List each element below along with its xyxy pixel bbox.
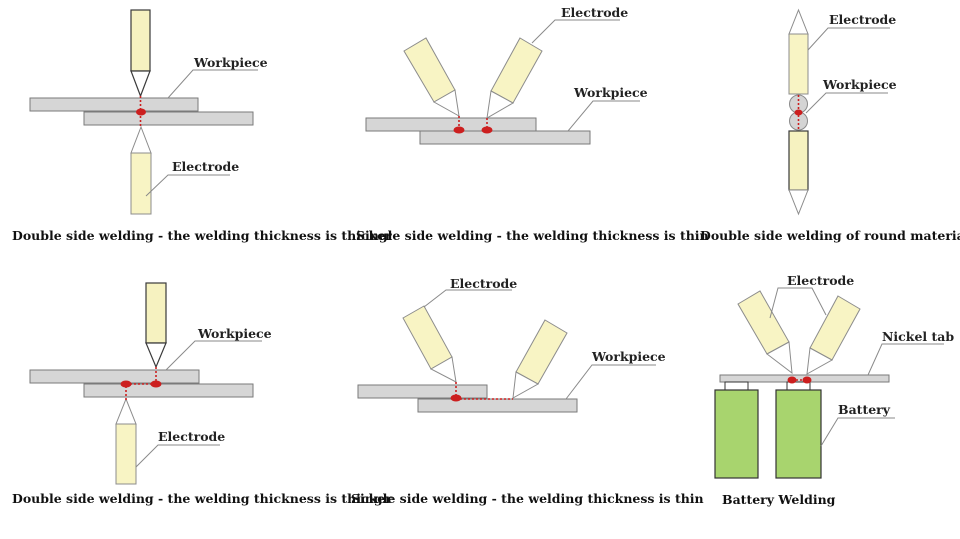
lower-electrode-tip <box>788 189 809 216</box>
upper-electrode-tip <box>788 8 809 35</box>
workpiece-label: Workpiece <box>591 349 666 364</box>
caption-panel-3: Double side welding of round materials <box>700 228 960 243</box>
left-electrode-tip <box>429 356 457 383</box>
workpiece-lower-plate <box>419 130 591 145</box>
left-electrode-body <box>402 305 453 370</box>
lower-electrode-tip <box>130 125 152 154</box>
electrode-label: Electrode <box>158 429 225 444</box>
workpiece-label: Workpiece <box>573 85 648 100</box>
workpiece-upper-plate <box>365 117 537 132</box>
electrode-label: Electrode <box>787 273 854 288</box>
right-electrode-body <box>515 319 568 385</box>
nickel-tab-leader <box>867 343 944 376</box>
electrode-leader <box>807 27 890 51</box>
electrode-leader <box>135 444 220 468</box>
panel-single-side-bottom: Electrode Workpiece Single side welding … <box>351 276 704 506</box>
workpiece-lower-plate <box>83 383 254 398</box>
workpiece-lower-plate <box>83 111 254 126</box>
battery-leader <box>820 417 895 447</box>
workpiece-label: Workpiece <box>193 55 268 70</box>
battery-right <box>775 389 822 479</box>
electrode-label: Electrode <box>561 5 628 20</box>
panel-round-materials: Electrode Workpiece Double side welding … <box>700 8 960 243</box>
caption-panel-5: Single side welding - the welding thickn… <box>351 491 704 506</box>
right-electrode <box>806 295 861 375</box>
workpiece-lower-plate <box>417 398 578 413</box>
left-electrode-tip <box>432 89 460 117</box>
workpiece-upper-plate <box>357 384 488 399</box>
workpiece-leader <box>167 69 258 99</box>
workpiece-leader <box>565 364 656 400</box>
right-electrode-tip <box>806 347 834 375</box>
left-electrode <box>737 290 793 375</box>
right-electrode-tip <box>486 90 515 119</box>
weld-nugget <box>450 394 462 402</box>
workpiece-leader <box>165 340 262 371</box>
battery-label: Battery <box>838 402 891 417</box>
upper-electrode <box>788 33 809 95</box>
electrode-leader-2 <box>792 287 827 316</box>
battery-left-terminal <box>724 381 749 391</box>
upper-electrode <box>145 282 167 344</box>
caption-panel-1: Double side welding - the welding thickn… <box>12 228 392 243</box>
battery-left <box>714 389 759 479</box>
weld-nugget-left <box>453 126 465 134</box>
panel-single-side-top: Electrode Workpiece Single side welding … <box>356 5 709 243</box>
caption-panel-4: Double side welding - the welding thickn… <box>12 491 392 506</box>
left-electrode-body <box>737 290 790 355</box>
left-electrode-body <box>403 37 456 103</box>
weld-nugget <box>136 108 146 116</box>
workpiece-leader <box>567 100 640 132</box>
right-electrode <box>512 319 568 399</box>
lower-electrode <box>130 152 152 215</box>
lower-electrode-tip <box>115 397 137 425</box>
right-electrode-body <box>490 37 543 104</box>
workpiece-upper-plate <box>29 369 200 384</box>
left-electrode <box>403 37 460 117</box>
right-electrode-tip <box>512 371 540 399</box>
weld-nugget-left <box>120 380 132 388</box>
panel-double-side-top: Workpiece Electrode Double side welding … <box>12 9 392 243</box>
electrode-label: Electrode <box>829 12 896 27</box>
workpiece-leader <box>805 92 888 114</box>
electrode-leader <box>145 174 230 197</box>
weld-nugget-right <box>150 380 162 388</box>
weld-nugget-right <box>481 126 493 134</box>
electrode-leader <box>531 19 620 44</box>
right-electrode-body <box>809 295 861 361</box>
weld-nugget-right <box>802 376 812 384</box>
upper-electrode <box>130 9 151 72</box>
left-electrode-tip <box>766 341 793 375</box>
lower-electrode <box>115 423 137 485</box>
nickel-tab-label: Nickel tab <box>882 329 954 344</box>
workpiece-label: Workpiece <box>197 326 272 341</box>
panel-battery-welding: Electrode Nickel tab Battery Battery Wel… <box>714 273 954 507</box>
panel-double-side-bottom: Workpiece Electrode Double side welding … <box>12 282 392 506</box>
upper-electrode-tip <box>130 70 151 98</box>
caption-panel-6: Battery Welding <box>722 492 836 507</box>
workpiece-upper-plate <box>29 97 199 112</box>
electrode-leader <box>769 287 798 319</box>
upper-electrode-tip <box>145 342 167 369</box>
right-electrode <box>486 37 543 119</box>
workpiece-label: Workpiece <box>822 77 897 92</box>
lower-electrode <box>788 130 809 191</box>
caption-panel-2: Single side welding - the welding thickn… <box>356 228 709 243</box>
electrode-label: Electrode <box>172 159 239 174</box>
electrode-leader <box>423 289 512 308</box>
electrode-label: Electrode <box>450 276 517 291</box>
left-electrode <box>402 305 457 383</box>
